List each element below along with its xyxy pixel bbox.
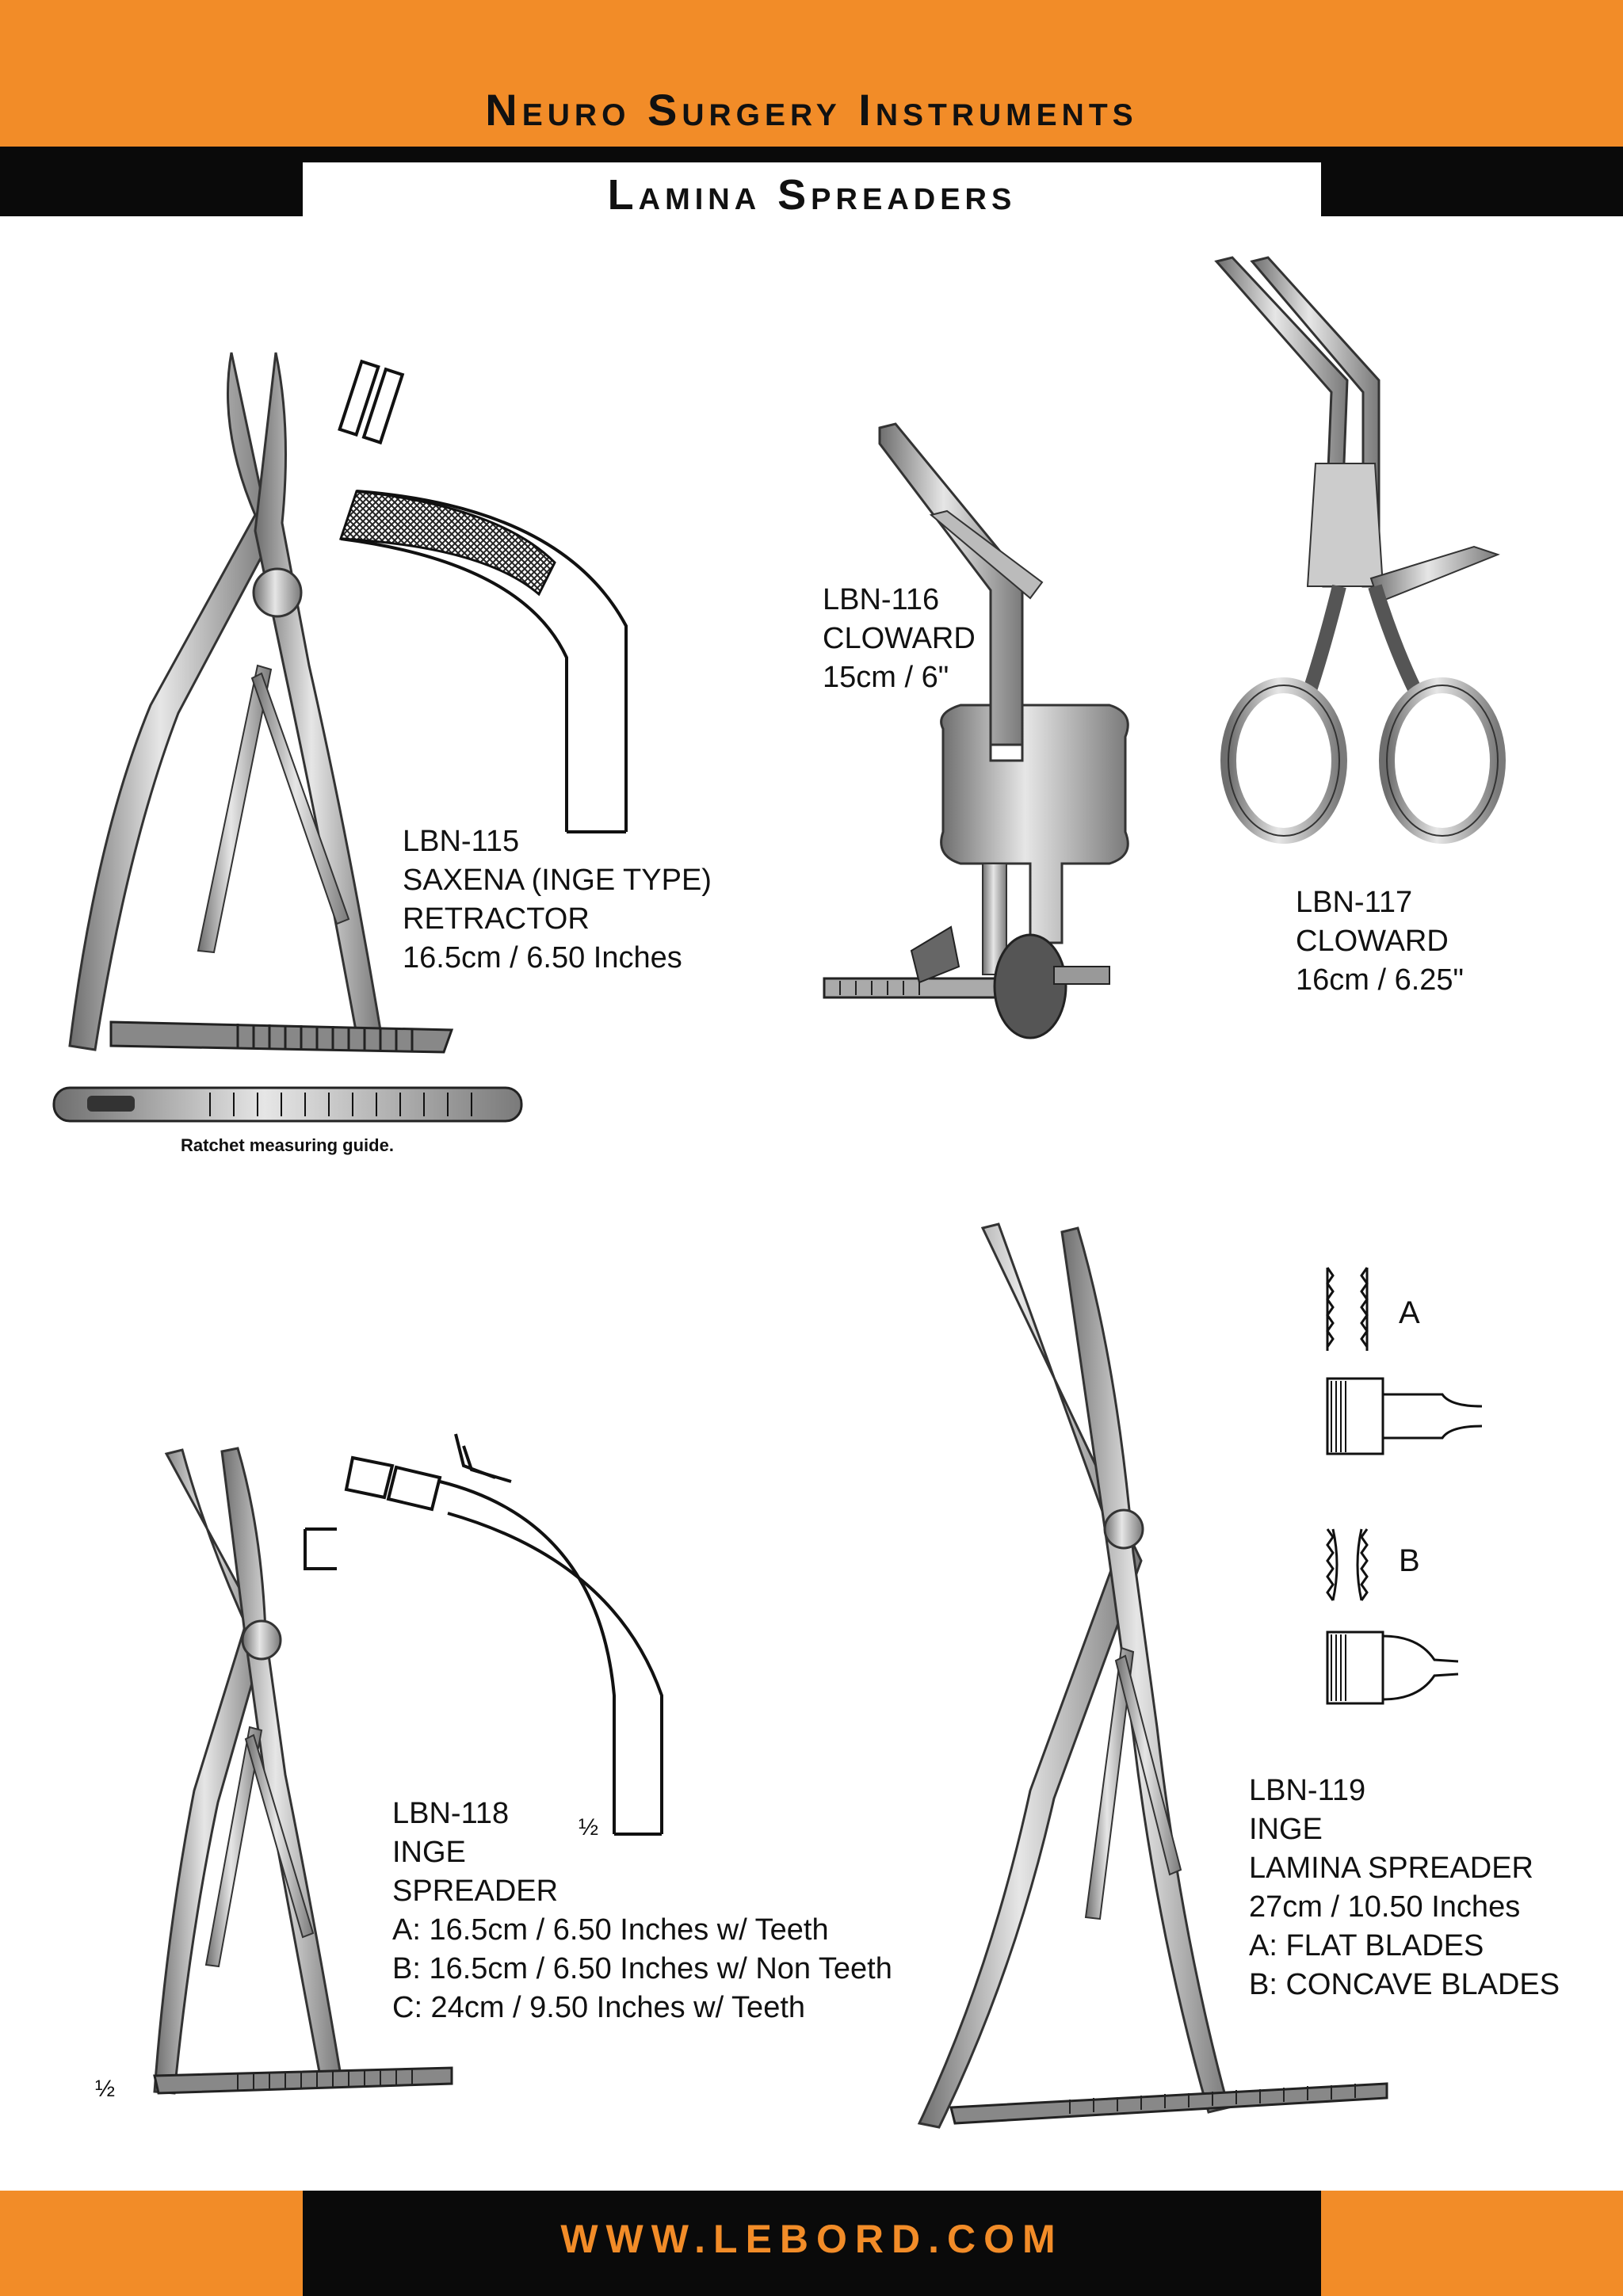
- website-link[interactable]: WWW.LEBORD.COM: [560, 2217, 1064, 2261]
- blade-b-label: B: [1399, 1543, 1420, 1578]
- lbn-115-size: 16.5cm / 6.50 Inches: [403, 941, 682, 974]
- lbn-115-name: SAXENA (INGE TYPE): [403, 864, 712, 897]
- lbn-115-image: [68, 352, 454, 1054]
- lbn-119-option-a: A: FLAT BLADES: [1249, 1929, 1484, 1962]
- lbn-116-image: [823, 422, 1129, 1039]
- lbn-116-size: 15cm / 6": [823, 661, 949, 694]
- lbn-118-type: SPREADER: [392, 1875, 559, 1908]
- blade-b-detail: [1326, 1528, 1459, 1705]
- lbn-119-type: LAMINA SPREADER: [1249, 1852, 1533, 1885]
- lbn-117-name: CLOWARD: [1296, 925, 1449, 958]
- blade-a-detail: [1326, 1267, 1483, 1455]
- lbn-117-code: LBN-117: [1296, 886, 1413, 919]
- lbn-118-code: LBN-118: [392, 1797, 510, 1830]
- lbn-118-half-mark: ½: [95, 2076, 116, 2102]
- lbn-117-size: 16cm / 6.25": [1296, 963, 1465, 997]
- lbn-116-name: CLOWARD: [823, 622, 976, 655]
- lbn-118-tip-detail: [304, 1433, 663, 1836]
- lbn-119-option-b: B: CONCAVE BLADES: [1249, 1968, 1560, 2001]
- lbn-118-option-a: A: 16.5cm / 6.50 Inches w/ Teeth: [392, 1913, 829, 1947]
- lbn-115-description: LBN-115 SAXENA (INGE TYPE) RETRACTOR 16.…: [403, 822, 712, 978]
- lbn-119-code: LBN-119: [1249, 1774, 1366, 1807]
- lbn-116-description: LBN-116 CLOWARD 15cm / 6": [823, 581, 976, 697]
- section-title: Lamina Spreaders: [607, 171, 1017, 219]
- ratchet-guide-caption: Ratchet measuring guide.: [181, 1135, 394, 1155]
- footer-black-tab: [303, 2191, 1321, 2296]
- lbn-115-type: RETRACTOR: [403, 902, 590, 936]
- page-title: Neuro Surgery Instruments: [485, 85, 1138, 135]
- lbn-119-size: 27cm / 10.50 Inches: [1249, 1890, 1521, 1924]
- section-tab: [303, 162, 1321, 216]
- ratchet-guide-image: [52, 1086, 523, 1123]
- lbn-118-option-c: C: 24cm / 9.50 Inches w/ Teeth: [392, 1991, 806, 2024]
- lbn-119-image: [917, 1222, 1388, 2129]
- lbn-116-code: LBN-116: [823, 583, 940, 616]
- lbn-117-image: [1214, 256, 1506, 844]
- header-band: [0, 0, 1623, 147]
- lbn-118-description: LBN-118 INGE SPREADER A: 16.5cm / 6.50 I…: [392, 1794, 892, 2027]
- lbn-119-description: LBN-119 INGE LAMINA SPREADER 27cm / 10.5…: [1249, 1772, 1560, 2004]
- lbn-115-tip-detail: [338, 359, 628, 833]
- lbn-115-code: LBN-115: [403, 825, 520, 858]
- lbn-118-detail-half-mark: ½: [579, 1814, 599, 1840]
- lbn-119-name: INGE: [1249, 1813, 1323, 1846]
- lbn-118-option-b: B: 16.5cm / 6.50 Inches w/ Non Teeth: [392, 1952, 892, 1985]
- lbn-118-image: [153, 1447, 453, 2095]
- lbn-118-name: INGE: [392, 1836, 466, 1869]
- lbn-117-description: LBN-117 CLOWARD 16cm / 6.25": [1296, 883, 1464, 1000]
- blade-a-label: A: [1399, 1295, 1420, 1330]
